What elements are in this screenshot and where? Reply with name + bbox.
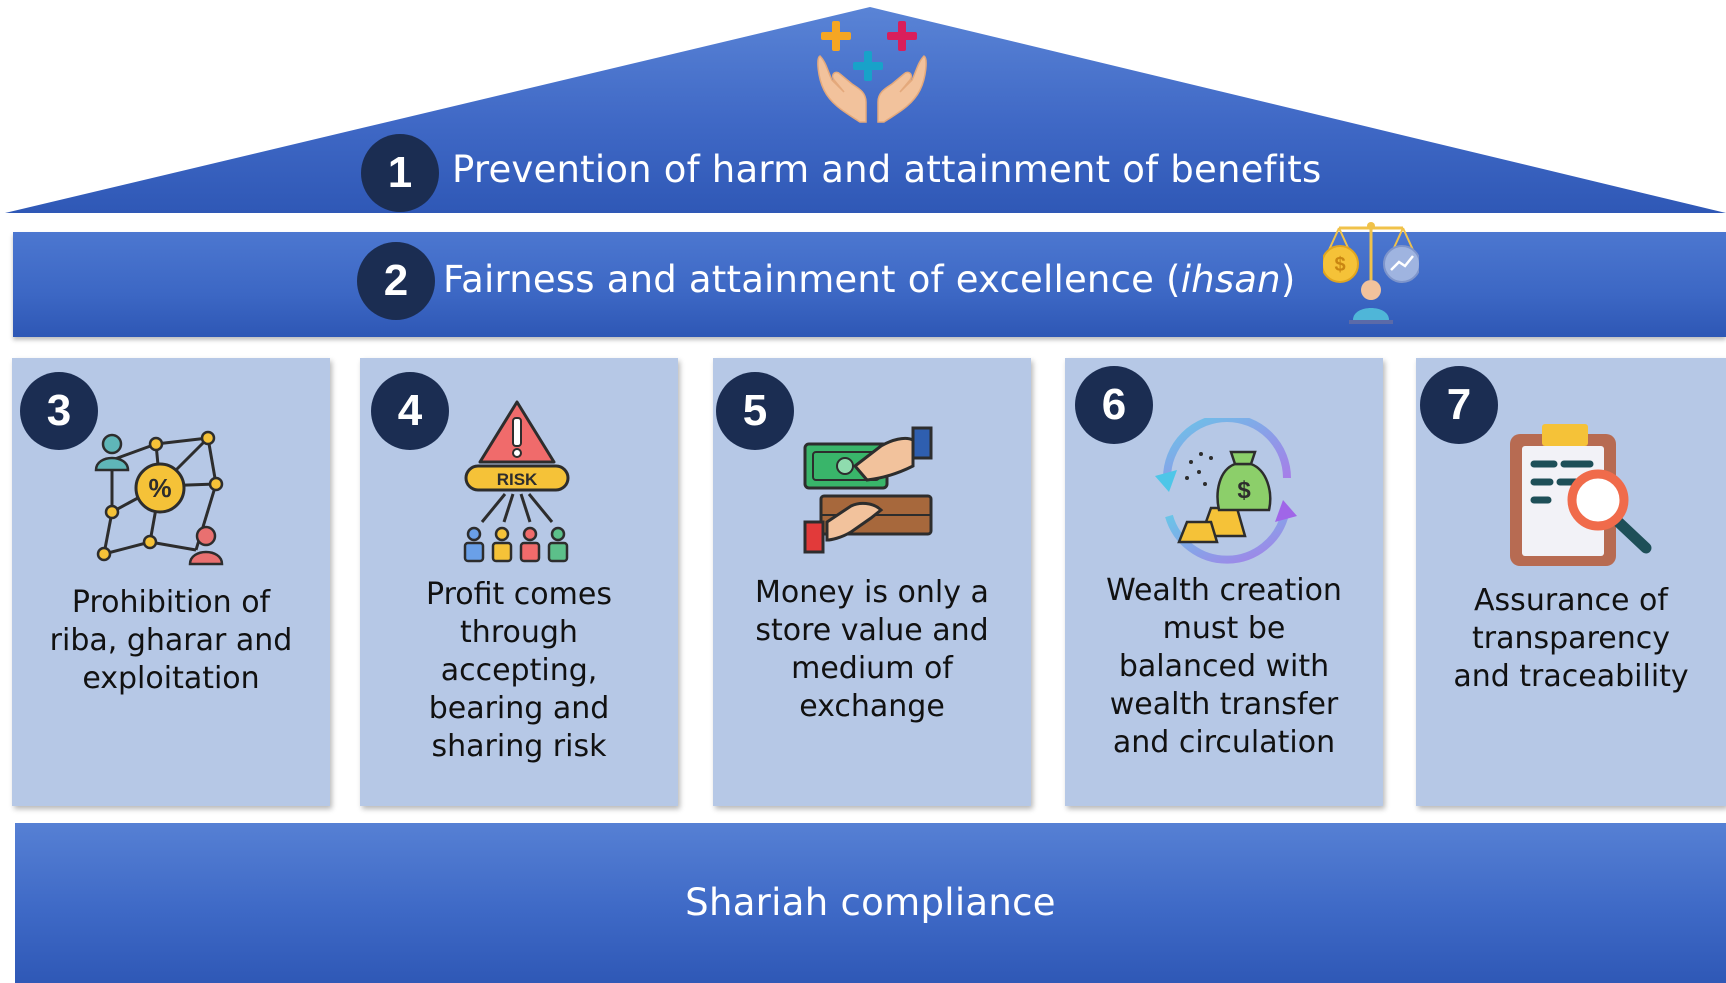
svg-text:$: $: [1334, 254, 1345, 276]
clipboard-magnifier-icon: [1508, 424, 1654, 570]
pillar-4-text: Profit comes through accepting, bearing …: [426, 577, 612, 764]
money-circulation-icon: $: [1147, 414, 1305, 574]
shariah-base: Shariah compliance: [15, 823, 1726, 983]
band-title: Fairness and attainment of excellence (i…: [443, 258, 1296, 301]
step-5-badge: 5: [716, 372, 794, 450]
step-7-badge: 7: [1420, 366, 1498, 444]
step-2-badge: 2: [357, 242, 435, 320]
svg-text:%: %: [148, 473, 171, 503]
pillar-4: 4 RISK Profit comes through accepting, b…: [360, 358, 678, 806]
svg-text:$: $: [1237, 477, 1251, 504]
base-title: Shariah compliance: [685, 881, 1056, 924]
fairness-band: [13, 232, 1726, 337]
pillar-7: 7 Assurance of transparency and traceabi…: [1416, 358, 1726, 806]
step-6-badge: 6: [1075, 366, 1153, 444]
balance-scale-icon: $: [1321, 220, 1421, 332]
svg-text:RISK: RISK: [497, 470, 538, 489]
pillar-5-text: Money is only a store value and medium o…: [755, 575, 989, 724]
pillar-5: 5 Money is only a store value and medium…: [713, 358, 1031, 806]
step-4-badge: 4: [371, 372, 449, 450]
risk-warning-icon: RISK: [460, 398, 574, 566]
pillar-6-text: Wealth creation must be balanced with we…: [1106, 573, 1342, 760]
pillar-6: 6 $ Wealth creation must: [1065, 358, 1383, 806]
hands-plus-icon: [808, 18, 936, 126]
roof-title: Prevention of harm and attainment of ben…: [452, 148, 1322, 191]
step-3-badge: 3: [20, 372, 98, 450]
band-title-italic: ihsan: [1180, 258, 1281, 301]
pillar-7-text: Assurance of transparency and traceabili…: [1453, 583, 1689, 694]
network-percent-icon: %: [92, 430, 242, 572]
pillar-3: 3 % Prohibition of riba: [12, 358, 330, 806]
pillar-3-text: Prohibition of riba, gharar and exploita…: [49, 585, 293, 696]
money-exchange-icon: [801, 426, 937, 556]
step-1-badge: 1: [361, 134, 439, 212]
